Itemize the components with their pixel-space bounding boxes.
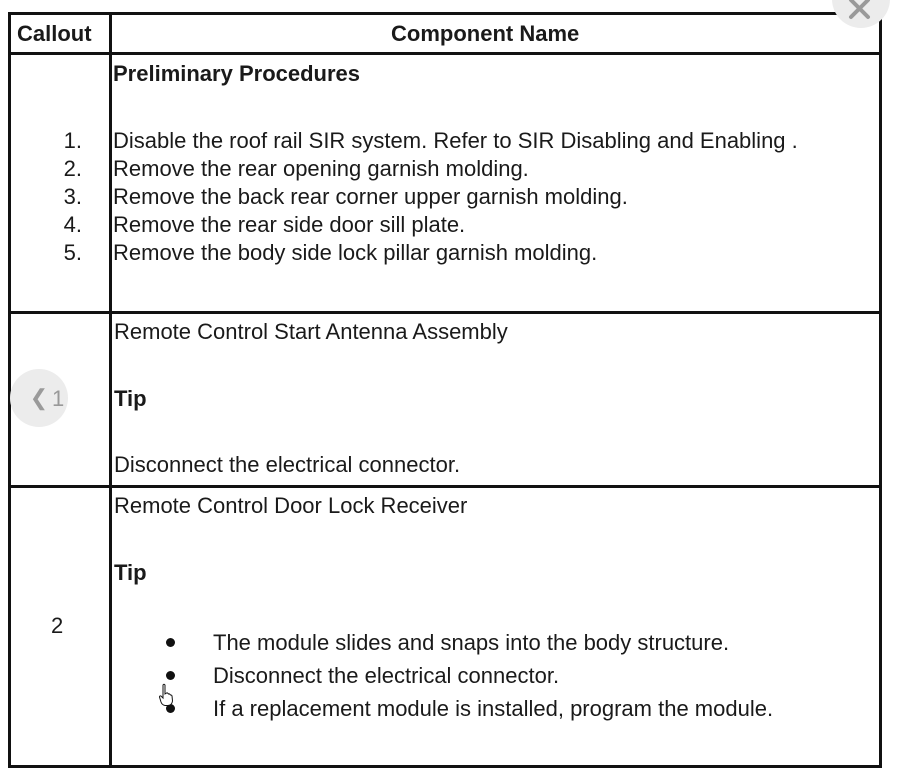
callout-header: Callout bbox=[17, 21, 92, 46]
header-divider bbox=[11, 52, 879, 55]
bullet-text: If a replacement module is installed, pr… bbox=[213, 696, 774, 721]
bullet-dot bbox=[166, 704, 175, 713]
component-name: Remote Control Door Lock Receiver bbox=[114, 493, 468, 518]
step-text: Disable the roof rail SIR system. Refer … bbox=[113, 128, 798, 153]
row-divider bbox=[11, 485, 879, 488]
chevron-left-icon: ❮ bbox=[29, 385, 49, 410]
preliminary-title: Preliminary Procedures bbox=[113, 61, 361, 86]
bullet-text: The module slides and snaps into the bod… bbox=[213, 630, 730, 655]
component-name: Remote Control Start Antenna Assembly bbox=[114, 319, 508, 344]
step-number: 2. bbox=[63, 156, 82, 181]
step-text: Remove the back rear corner upper garnis… bbox=[113, 184, 628, 209]
close-button[interactable] bbox=[832, 0, 890, 28]
step-number: 5. bbox=[63, 240, 82, 265]
hand-pointer-icon bbox=[158, 683, 174, 706]
bullet-dot bbox=[166, 638, 175, 647]
previous-button[interactable]: ❮ bbox=[10, 369, 68, 427]
step-text: Remove the rear opening garnish molding. bbox=[113, 156, 529, 181]
column-divider bbox=[109, 15, 112, 765]
step-number: 3. bbox=[63, 184, 82, 209]
step-text: Remove the rear side door sill plate. bbox=[113, 212, 466, 237]
component-name-header: Component Name bbox=[391, 21, 580, 46]
tip-label: Tip bbox=[114, 560, 147, 585]
step-number: 4. bbox=[63, 212, 82, 237]
step-text: Remove the body side lock pillar garnish… bbox=[113, 240, 598, 265]
callout-number: 2 bbox=[51, 613, 64, 638]
tip-text: Disconnect the electrical connector. bbox=[114, 452, 461, 477]
row-divider bbox=[11, 311, 879, 314]
close-icon bbox=[849, 0, 870, 19]
bullet-dot bbox=[166, 671, 175, 680]
callout-number: 1 bbox=[52, 386, 65, 411]
bullet-text: Disconnect the electrical connector. bbox=[213, 663, 560, 688]
tip-label: Tip bbox=[114, 386, 147, 411]
step-number: 1. bbox=[63, 128, 82, 153]
procedure-table bbox=[8, 12, 882, 768]
